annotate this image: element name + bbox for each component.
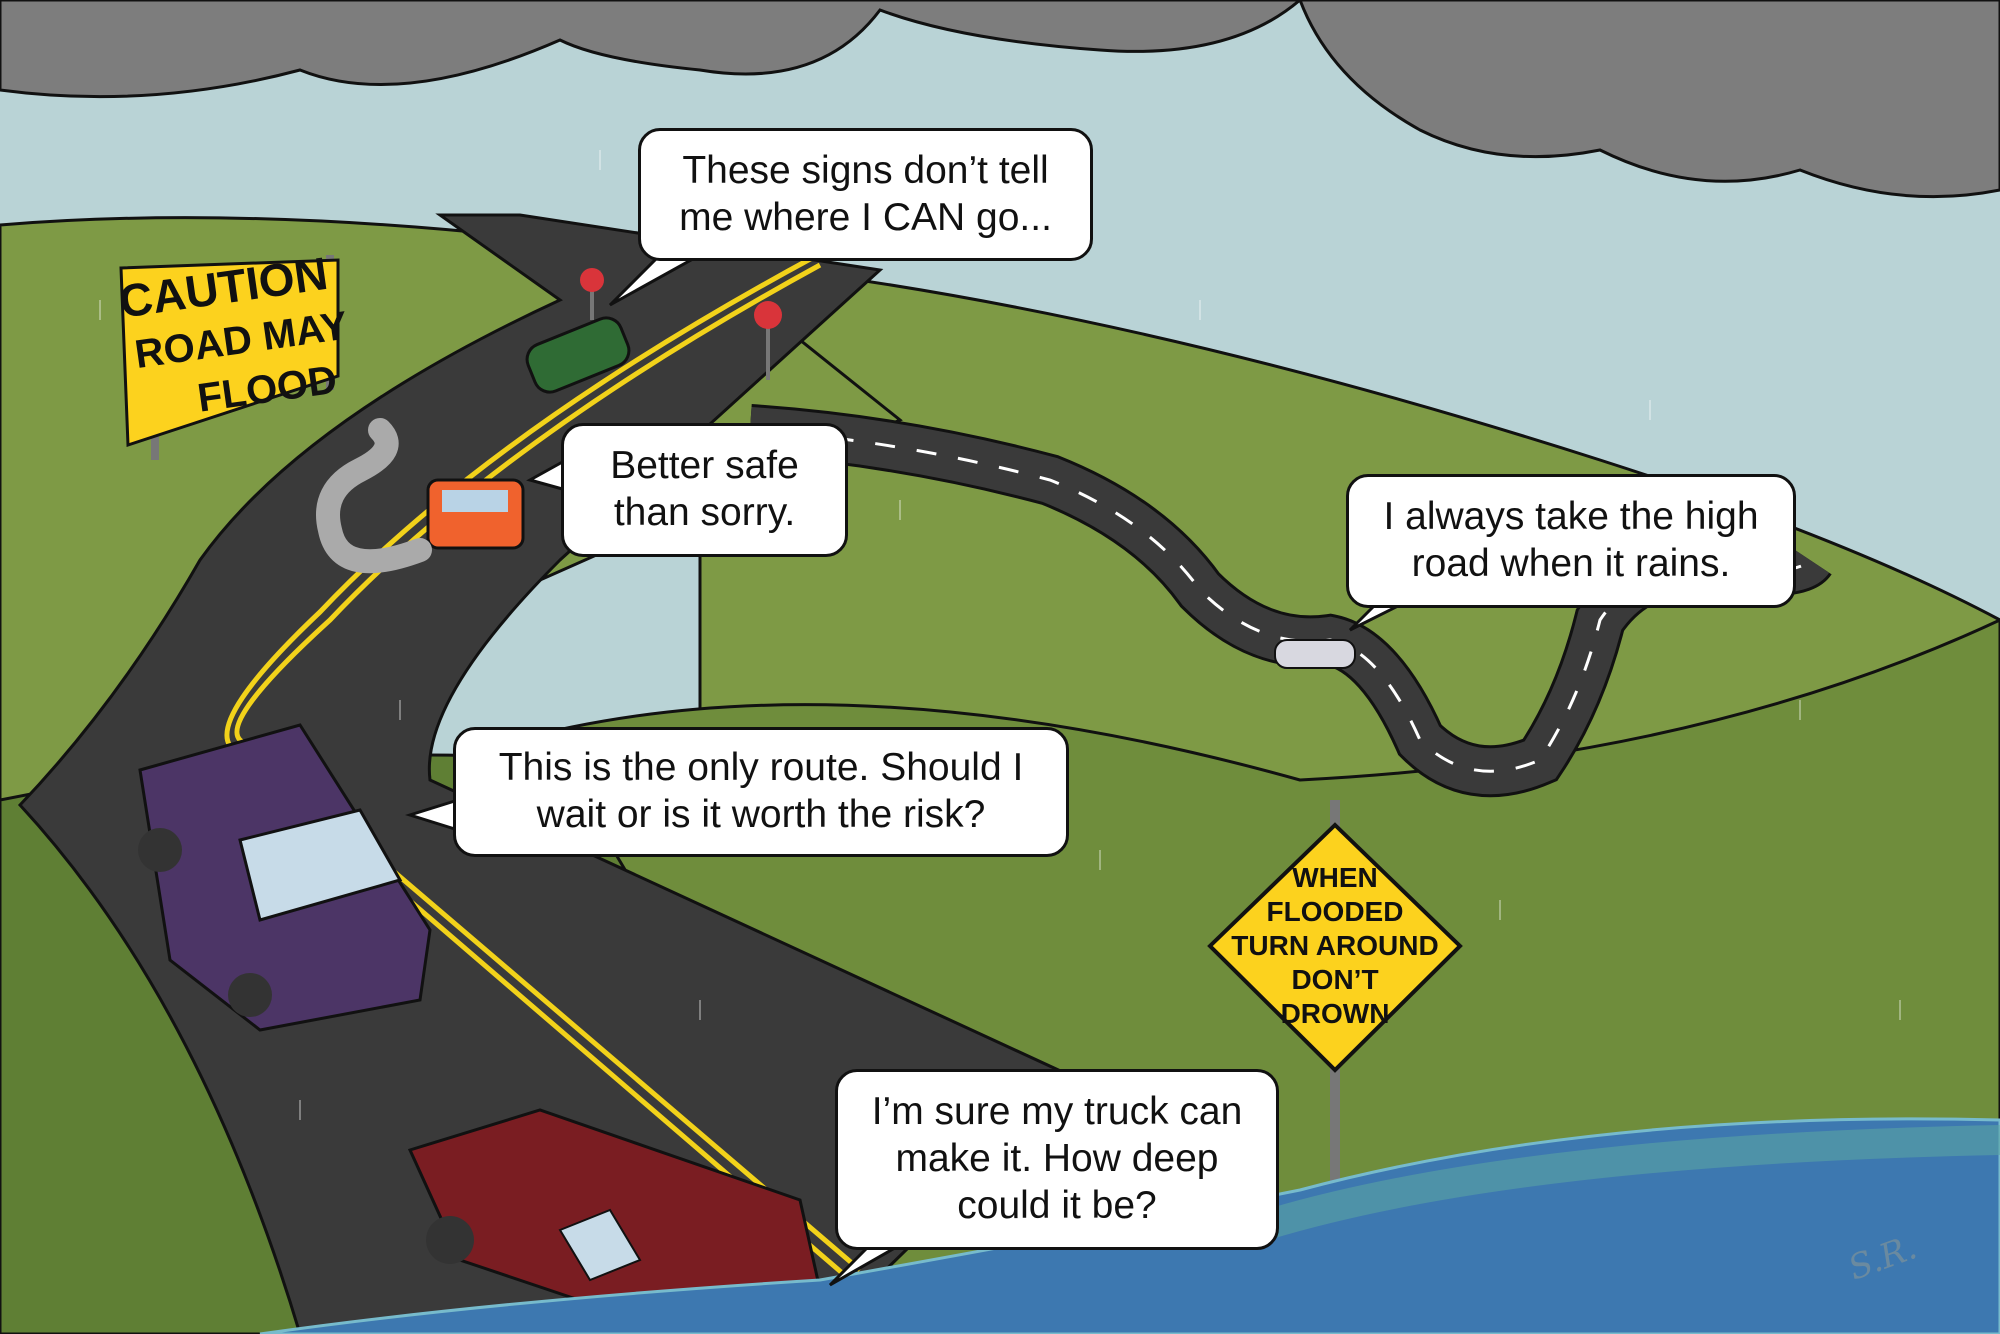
orange-car	[426, 478, 525, 550]
caution-sign-board	[119, 258, 340, 448]
red-truck	[407, 1108, 822, 1334]
caution-sign: CAUTION ROAD MAY FLOOD	[110, 247, 350, 447]
sign-line: DROWN	[1280, 998, 1390, 1029]
rain	[99, 150, 1901, 1120]
main-road	[17, 213, 1083, 1334]
sign-line: DON’T	[1291, 964, 1379, 995]
speech-bubble-orange-car: Better safe than sorry.	[561, 423, 848, 557]
speech-bubble-green-car: These signs don’t tell me where I CAN go…	[638, 128, 1093, 261]
flood-warning-sign	[1207, 822, 1463, 1073]
speech-bubble-white-car: I always take the high road when it rain…	[1346, 474, 1796, 608]
sign-line: TURN AROUND	[1231, 930, 1439, 961]
white-car	[1274, 639, 1356, 669]
speech-bubble-purple-car: This is the only route. Should I wait or…	[453, 727, 1069, 857]
exhaust-smoke	[316, 418, 432, 574]
stop-sign-icon	[580, 268, 604, 320]
sign-line: FLOODED	[1266, 896, 1404, 927]
green-car	[525, 316, 631, 394]
speech-bubble-red-truck: I’m sure my truck can make it. How deep …	[835, 1069, 1279, 1250]
caution-sign-line: FLOOD	[194, 357, 340, 421]
storm-clouds	[0, 0, 2000, 199]
purple-car	[138, 723, 432, 1032]
stop-sign-icon	[754, 301, 782, 380]
sign-line: WHEN	[1292, 862, 1378, 893]
flood-warning-sign-text: WHEN FLOODED TURN AROUND DON’T DROWN	[1220, 861, 1450, 1031]
